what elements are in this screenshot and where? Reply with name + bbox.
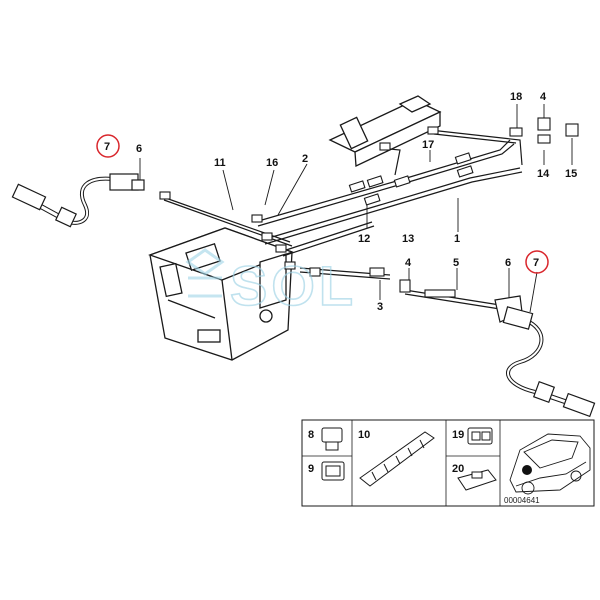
master-cylinder [328, 95, 442, 167]
leader-lines [139, 104, 573, 313]
callout-12: 12 [358, 233, 370, 245]
callout-3: 3 [377, 301, 383, 313]
inset-label-9: 9 [308, 463, 314, 475]
circle-highlight [96, 134, 120, 158]
callout-1: 1 [454, 233, 460, 245]
sensor-right [494, 295, 596, 418]
watermark-text: SOL [230, 254, 357, 317]
callout-5: 5 [453, 257, 459, 269]
callout-7-left: 7 [104, 141, 110, 153]
abs-unit [148, 227, 294, 361]
inset-panel: 8 9 10 19 20 [301, 419, 595, 507]
callout-6-right: 6 [505, 257, 511, 269]
callout-7-right: 7 [533, 257, 539, 269]
callouts: 7 6 11 16 2 17 18 4 14 15 12 13 1 3 4 5 … [96, 91, 577, 313]
inset-label-10: 10 [358, 429, 370, 441]
location-dot [522, 465, 532, 475]
car-locator-sketch [509, 433, 591, 495]
callout-2: 2 [302, 153, 308, 165]
inset-label-19: 19 [452, 429, 464, 441]
callout-4-mid: 4 [405, 257, 412, 269]
diagram-code: 00004641 [504, 496, 540, 505]
inset-label-20: 20 [452, 463, 464, 475]
callout-14: 14 [537, 168, 550, 180]
callout-16: 16 [266, 157, 278, 169]
callout-15: 15 [565, 168, 577, 180]
callout-6-left: 6 [136, 143, 142, 155]
pipe-fittings [159, 117, 579, 298]
watermark: SOL [185, 248, 357, 318]
callout-11: 11 [214, 157, 226, 169]
callout-4-top: 4 [540, 91, 547, 103]
circle-highlight [525, 250, 549, 274]
inset-label-8: 8 [308, 429, 314, 441]
callout-18: 18 [510, 91, 522, 103]
sensor-left [11, 173, 145, 228]
callout-17: 17 [422, 139, 434, 151]
callout-13: 13 [402, 233, 414, 245]
